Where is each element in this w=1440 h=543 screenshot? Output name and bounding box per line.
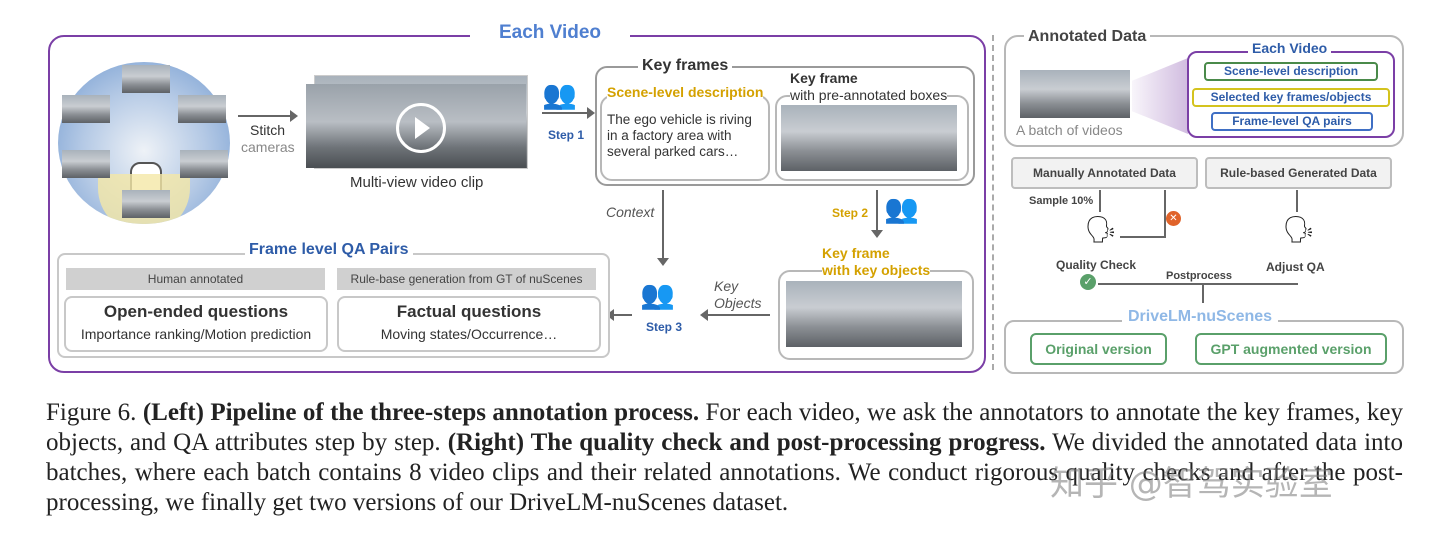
rule-arrow <box>1296 190 1298 212</box>
caption-figure-label: Figure 6. <box>46 399 137 426</box>
key-objects-label-2: Objects <box>714 295 762 311</box>
caption-right-bold: (Right) The quality check and post-proce… <box>447 429 1046 456</box>
reject-line <box>1120 236 1166 238</box>
pre-annotated-label: with pre-annotated boxes <box>790 87 948 103</box>
postprocess-label: Postprocess <box>1166 270 1233 282</box>
annotators-icon-3: 👥 <box>640 279 675 310</box>
gpt-version-box: GPT augmented version <box>1195 333 1387 365</box>
quality-check-label: Quality Check <box>1056 258 1137 272</box>
panel-divider <box>992 35 994 370</box>
human-annotated-bar: Human annotated <box>66 268 325 290</box>
camera-back-image <box>122 190 170 218</box>
reject-arrow <box>1164 190 1166 237</box>
reject-icon: ✕ <box>1166 211 1181 226</box>
annotators-icon: 👥 <box>542 79 577 110</box>
key-frame-image <box>781 105 957 171</box>
step1-arrow-head <box>587 107 595 119</box>
cameras-label: cameras <box>241 139 295 155</box>
step2-arrow-head <box>871 230 883 238</box>
batch-videos-image <box>1020 70 1130 118</box>
camera-back-left-image <box>62 150 110 178</box>
rule-base-bar: Rule-base generation from GT of nuScenes <box>337 268 596 290</box>
original-version-box: Original version <box>1030 333 1167 365</box>
approve-icon: ✓ <box>1080 274 1096 290</box>
key-frame-objects-label-2: with key objects <box>822 262 931 278</box>
caption-text-2: We divided the annotated data into batch… <box>46 429 1403 516</box>
annotated-data-panel <box>1004 35 1404 147</box>
key-objects-arrow <box>706 314 770 316</box>
right-scene-level-box: Scene-level description <box>1204 62 1378 81</box>
open-ended-title: Open-ended questions <box>103 302 289 321</box>
rule-data-box: Rule-based Generated Data <box>1205 157 1392 189</box>
key-frame-label: Key frame <box>790 70 858 86</box>
quality-check-head-icon: 🗣 <box>1084 214 1118 244</box>
play-icon[interactable] <box>396 103 446 153</box>
key-frames-title: Key frames <box>638 57 733 75</box>
open-ended-box: Open-ended questions Importance ranking/… <box>64 296 328 352</box>
factual-title: Factual questions <box>396 302 542 321</box>
figure-caption: Figure 6. (Left) Pipeline of the three-s… <box>46 398 1403 518</box>
key-objects-image <box>786 281 962 347</box>
camera-back-right-image <box>180 150 228 178</box>
context-label: Context <box>606 204 655 220</box>
context-arrow-head <box>657 258 669 266</box>
step3-arrow <box>610 314 632 316</box>
factual-box: Factual questions Moving states/Occurren… <box>337 296 601 352</box>
step2-label: Step 2 <box>832 206 869 220</box>
pipeline-title: Each Video <box>470 22 630 44</box>
key-objects-arrow-head <box>700 309 708 321</box>
adjust-head-icon: 🗣 <box>1282 214 1316 244</box>
step1-label: Step 1 <box>548 128 585 142</box>
step3-arrow-head <box>606 309 614 321</box>
context-arrow <box>662 190 664 260</box>
multiview-label: Multi-view video clip <box>350 174 484 191</box>
postprocess-arrow <box>1202 283 1204 303</box>
postprocess-line <box>1098 283 1298 285</box>
factual-subtitle: Moving states/Occurrence… <box>380 326 558 342</box>
stitch-label: Stitch <box>250 122 286 138</box>
step2-arrow <box>876 190 878 232</box>
stitch-arrow-head <box>290 110 298 122</box>
camera-front-image <box>122 65 170 93</box>
caption-left-bold: (Left) Pipeline of the three-steps annot… <box>142 399 700 426</box>
stitch-arrow <box>238 115 292 117</box>
step1-arrow <box>542 112 590 114</box>
annotators-icon-2: 👥 <box>884 193 919 224</box>
sample-label: Sample 10% <box>1029 195 1094 207</box>
manual-data-box: Manually Annotated Data <box>1011 157 1198 189</box>
adjust-label: Adjust QA <box>1266 260 1325 274</box>
watermark: 知乎 @智驾实验室 <box>1050 464 1333 504</box>
each-video-title: Each Video <box>1248 40 1332 56</box>
camera-front-right-image <box>178 95 226 123</box>
batch-label: A batch of videos <box>1016 122 1123 138</box>
drivelm-title: DriveLM-nuScenes <box>1122 308 1279 326</box>
scene-description-text: The ego vehicle is riving in a factory a… <box>607 112 752 159</box>
key-objects-label-1: Key <box>714 278 739 294</box>
caption-text-1: For each video, we ask the annotators to… <box>46 399 1404 456</box>
camera-front-left-image <box>62 95 110 123</box>
annotated-data-title: Annotated Data <box>1024 28 1151 46</box>
frame-qa-title: Frame level QA Pairs <box>245 241 413 259</box>
scene-level-label: Scene-level description <box>607 84 764 100</box>
right-frame-qa-box: Frame-level QA pairs <box>1211 112 1373 131</box>
step3-label: Step 3 <box>646 320 683 334</box>
open-ended-subtitle: Importance ranking/Motion prediction <box>80 326 312 342</box>
key-frame-objects-label-1: Key frame <box>822 245 890 261</box>
sample-arrow <box>1099 190 1101 212</box>
right-selected-box: Selected key frames/objects <box>1192 88 1390 107</box>
